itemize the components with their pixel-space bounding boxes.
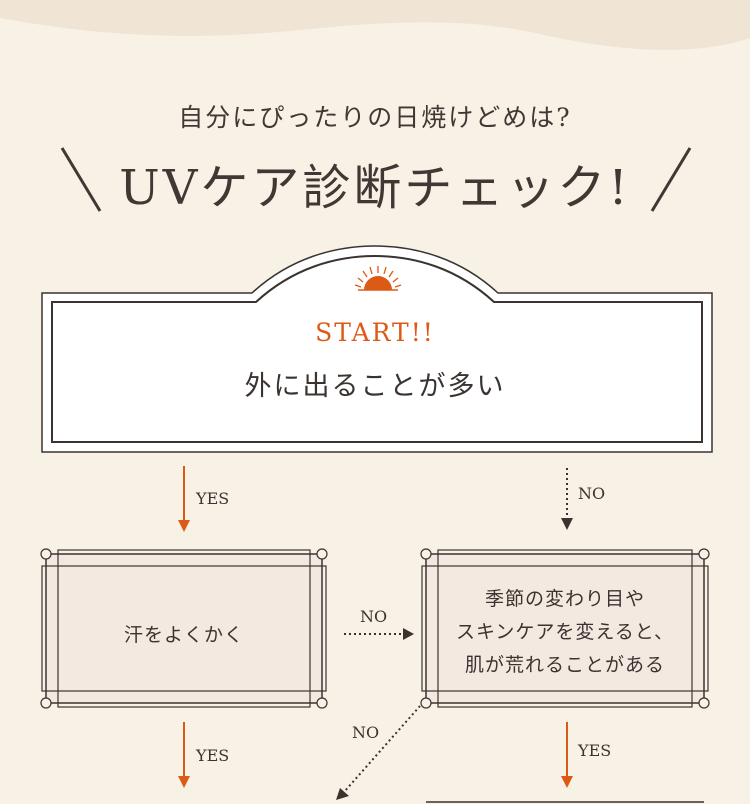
node-season-line-3: 肌が荒れることがある [464, 654, 665, 676]
edge-label-start-yes: YES [196, 489, 230, 508]
title-left-slash [60, 147, 102, 212]
node-sweat-frame [40, 548, 328, 709]
page-title: UVケア診断チェック! [119, 160, 631, 216]
node-sweat-text: 汗をよくかく [123, 624, 244, 646]
edge-label-season-yes: YES [578, 741, 612, 760]
start-frame-inner [51, 254, 703, 443]
edge-label-start-no: NO [578, 484, 606, 503]
edge-start-yes-arrow [178, 466, 190, 532]
node-season-frame [420, 548, 710, 709]
node-season-text: 季節の変わり目や スキンケアを変えると、 肌が荒れることがある [426, 583, 704, 682]
edge-start-no-arrow [561, 468, 573, 530]
start-label: START!! [315, 318, 435, 347]
edge-season-yes-arrow [561, 722, 573, 788]
node-season-line-1: 季節の変わり目や [484, 588, 645, 610]
node-season-line-2: スキンケアを変えると、 [455, 621, 675, 643]
edge-label-sweat-no: NO [360, 607, 388, 626]
start-frame-outer [41, 245, 713, 453]
edge-label-season-no: NO [352, 723, 380, 742]
edge-season-no-arrow [336, 705, 421, 800]
sunrise-icon [354, 266, 402, 291]
edge-sweat-no-arrow [344, 628, 414, 640]
edge-sweat-yes-arrow [178, 722, 190, 788]
top-wave-decoration [0, 0, 750, 50]
subtitle: 自分にぴったりの日焼けどめは? [178, 103, 572, 132]
start-question: 外に出ることが多い [244, 371, 506, 402]
edge-label-sweat-yes: YES [196, 746, 230, 765]
title-right-slash [650, 147, 692, 212]
